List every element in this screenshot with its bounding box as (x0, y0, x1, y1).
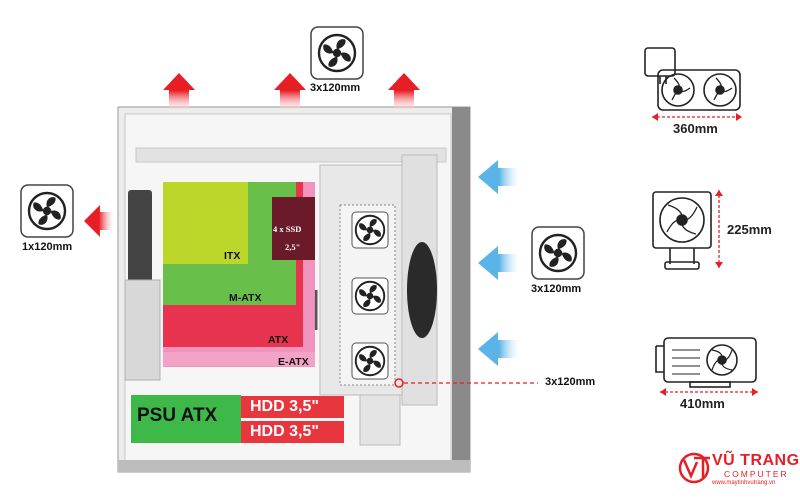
eatx-label: E-ATX (278, 356, 309, 368)
hdd-zone-2 (241, 421, 344, 443)
cpu-cooler-height: 225mm (727, 222, 772, 237)
gpu-icon (655, 337, 757, 388)
exhaust-arrow-rear (84, 205, 114, 237)
psu-zone (131, 395, 241, 443)
ssd-label-line1: 4 x SSD (273, 224, 302, 234)
logo-name: VŨ TRANG (712, 452, 800, 469)
leader-dot (394, 378, 404, 388)
exhaust-arrow-top-2 (274, 73, 306, 112)
rear-fan-label: 1x120mm (22, 241, 73, 253)
logo-url: www.maytinhvutrang.vn (712, 480, 776, 486)
hdd-zone-1 (241, 396, 344, 418)
fan-front-icon (531, 226, 585, 280)
itx-label: ITX (224, 250, 241, 262)
cpu-cooler-icon (652, 191, 712, 270)
ssd-label-line2: 2,5" (285, 242, 301, 252)
psu-label: PSU ATX (137, 405, 218, 426)
exhaust-arrow-top-1 (163, 73, 195, 112)
atx-label: ATX (268, 334, 289, 346)
radiator-size: 360mm (673, 121, 718, 136)
logo-mark (678, 452, 710, 484)
logo-sub: COMPUTER (724, 469, 789, 479)
ssd-zone (272, 197, 315, 260)
top-fans-label: 3x120mm (310, 82, 361, 94)
exhaust-arrow-top-3 (388, 73, 420, 112)
hdd-label-2: HDD 3,5" (250, 423, 319, 440)
intake-arrow-3 (478, 332, 520, 366)
internal-fans (339, 204, 396, 386)
psu-side-fans-label: 3x120mm (545, 376, 596, 388)
fan-rear-icon (20, 184, 74, 238)
intake-arrow-2 (478, 246, 520, 280)
fan-top-icon (310, 26, 364, 80)
hdd-label-1: HDD 3,5" (250, 398, 319, 415)
radiator-icon (644, 47, 741, 111)
matx-label: M-ATX (229, 292, 262, 304)
itx-zone (163, 182, 248, 264)
front-fans-label: 3x120mm (531, 283, 582, 295)
intake-arrow-1 (478, 160, 520, 194)
gpu-length: 410mm (680, 396, 725, 411)
